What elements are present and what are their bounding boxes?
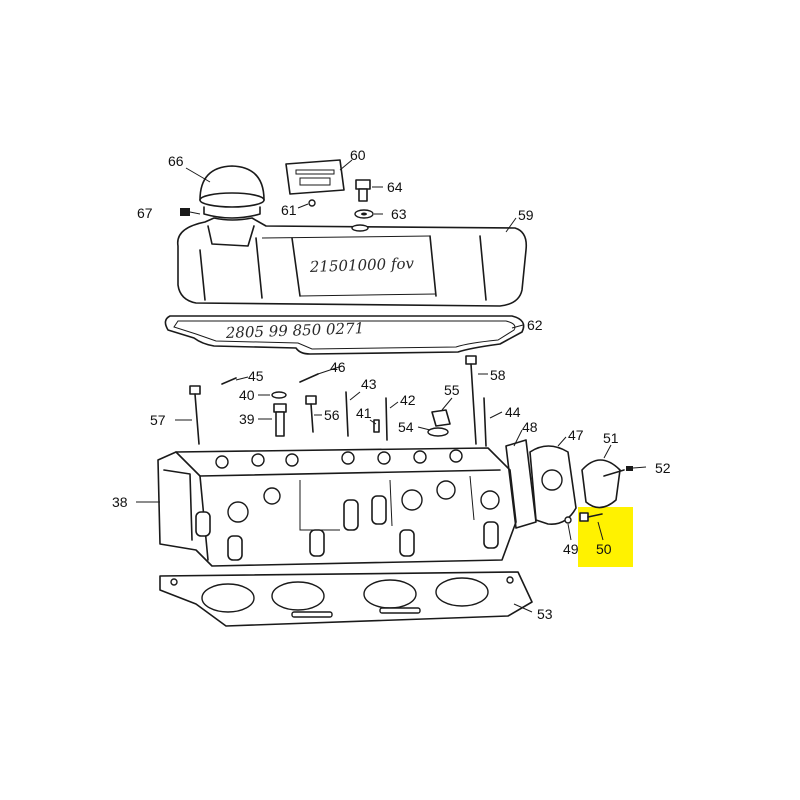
label-50: 50	[596, 541, 612, 557]
cylinder-head	[157, 447, 517, 567]
label-62: 62	[527, 317, 543, 333]
oil-filler-cap	[199, 165, 265, 219]
label-48: 48	[522, 419, 538, 435]
valve-cover-gasket: 2805 99 850 0271	[164, 315, 525, 355]
label-52: 52	[655, 460, 671, 476]
cover-handwriting: 21501000 fov	[309, 254, 415, 276]
label-41: 41	[356, 405, 372, 421]
valve-cover: 21501000 fov	[176, 217, 528, 307]
studs-and-bolts	[189, 355, 487, 447]
label-58: 58	[490, 367, 506, 383]
leader-lines	[136, 159, 612, 613]
label-61: 61	[281, 202, 297, 218]
head-gasket	[159, 571, 533, 627]
label-42: 42	[400, 392, 416, 408]
callout-labels: 66 60 64 67 61 63 59 62 45 46 58 40 43 5…	[112, 147, 671, 622]
label-39: 39	[239, 411, 255, 427]
top-hardware	[180, 179, 374, 219]
label-60: 60	[350, 147, 366, 163]
label-47: 47	[568, 427, 584, 443]
label-45: 45	[248, 368, 264, 384]
outlet-assembly	[505, 439, 647, 529]
label-40: 40	[239, 387, 255, 403]
label-46: 46	[330, 359, 346, 375]
label-66: 66	[168, 153, 184, 169]
label-55: 55	[444, 382, 460, 398]
label-43: 43	[361, 376, 377, 392]
label-38: 38	[112, 494, 128, 510]
label-51: 51	[603, 430, 619, 446]
label-63: 63	[391, 206, 407, 222]
label-49: 49	[563, 541, 579, 557]
label-59: 59	[518, 207, 534, 223]
label-54: 54	[398, 419, 414, 435]
label-56: 56	[324, 407, 340, 423]
nameplate	[285, 159, 345, 195]
label-53: 53	[537, 606, 553, 622]
label-64: 64	[387, 179, 403, 195]
label-67: 67	[137, 205, 153, 221]
gasket-handwriting: 2805 99 850 0271	[225, 319, 365, 342]
label-44: 44	[505, 404, 521, 420]
label-57: 57	[150, 412, 166, 428]
